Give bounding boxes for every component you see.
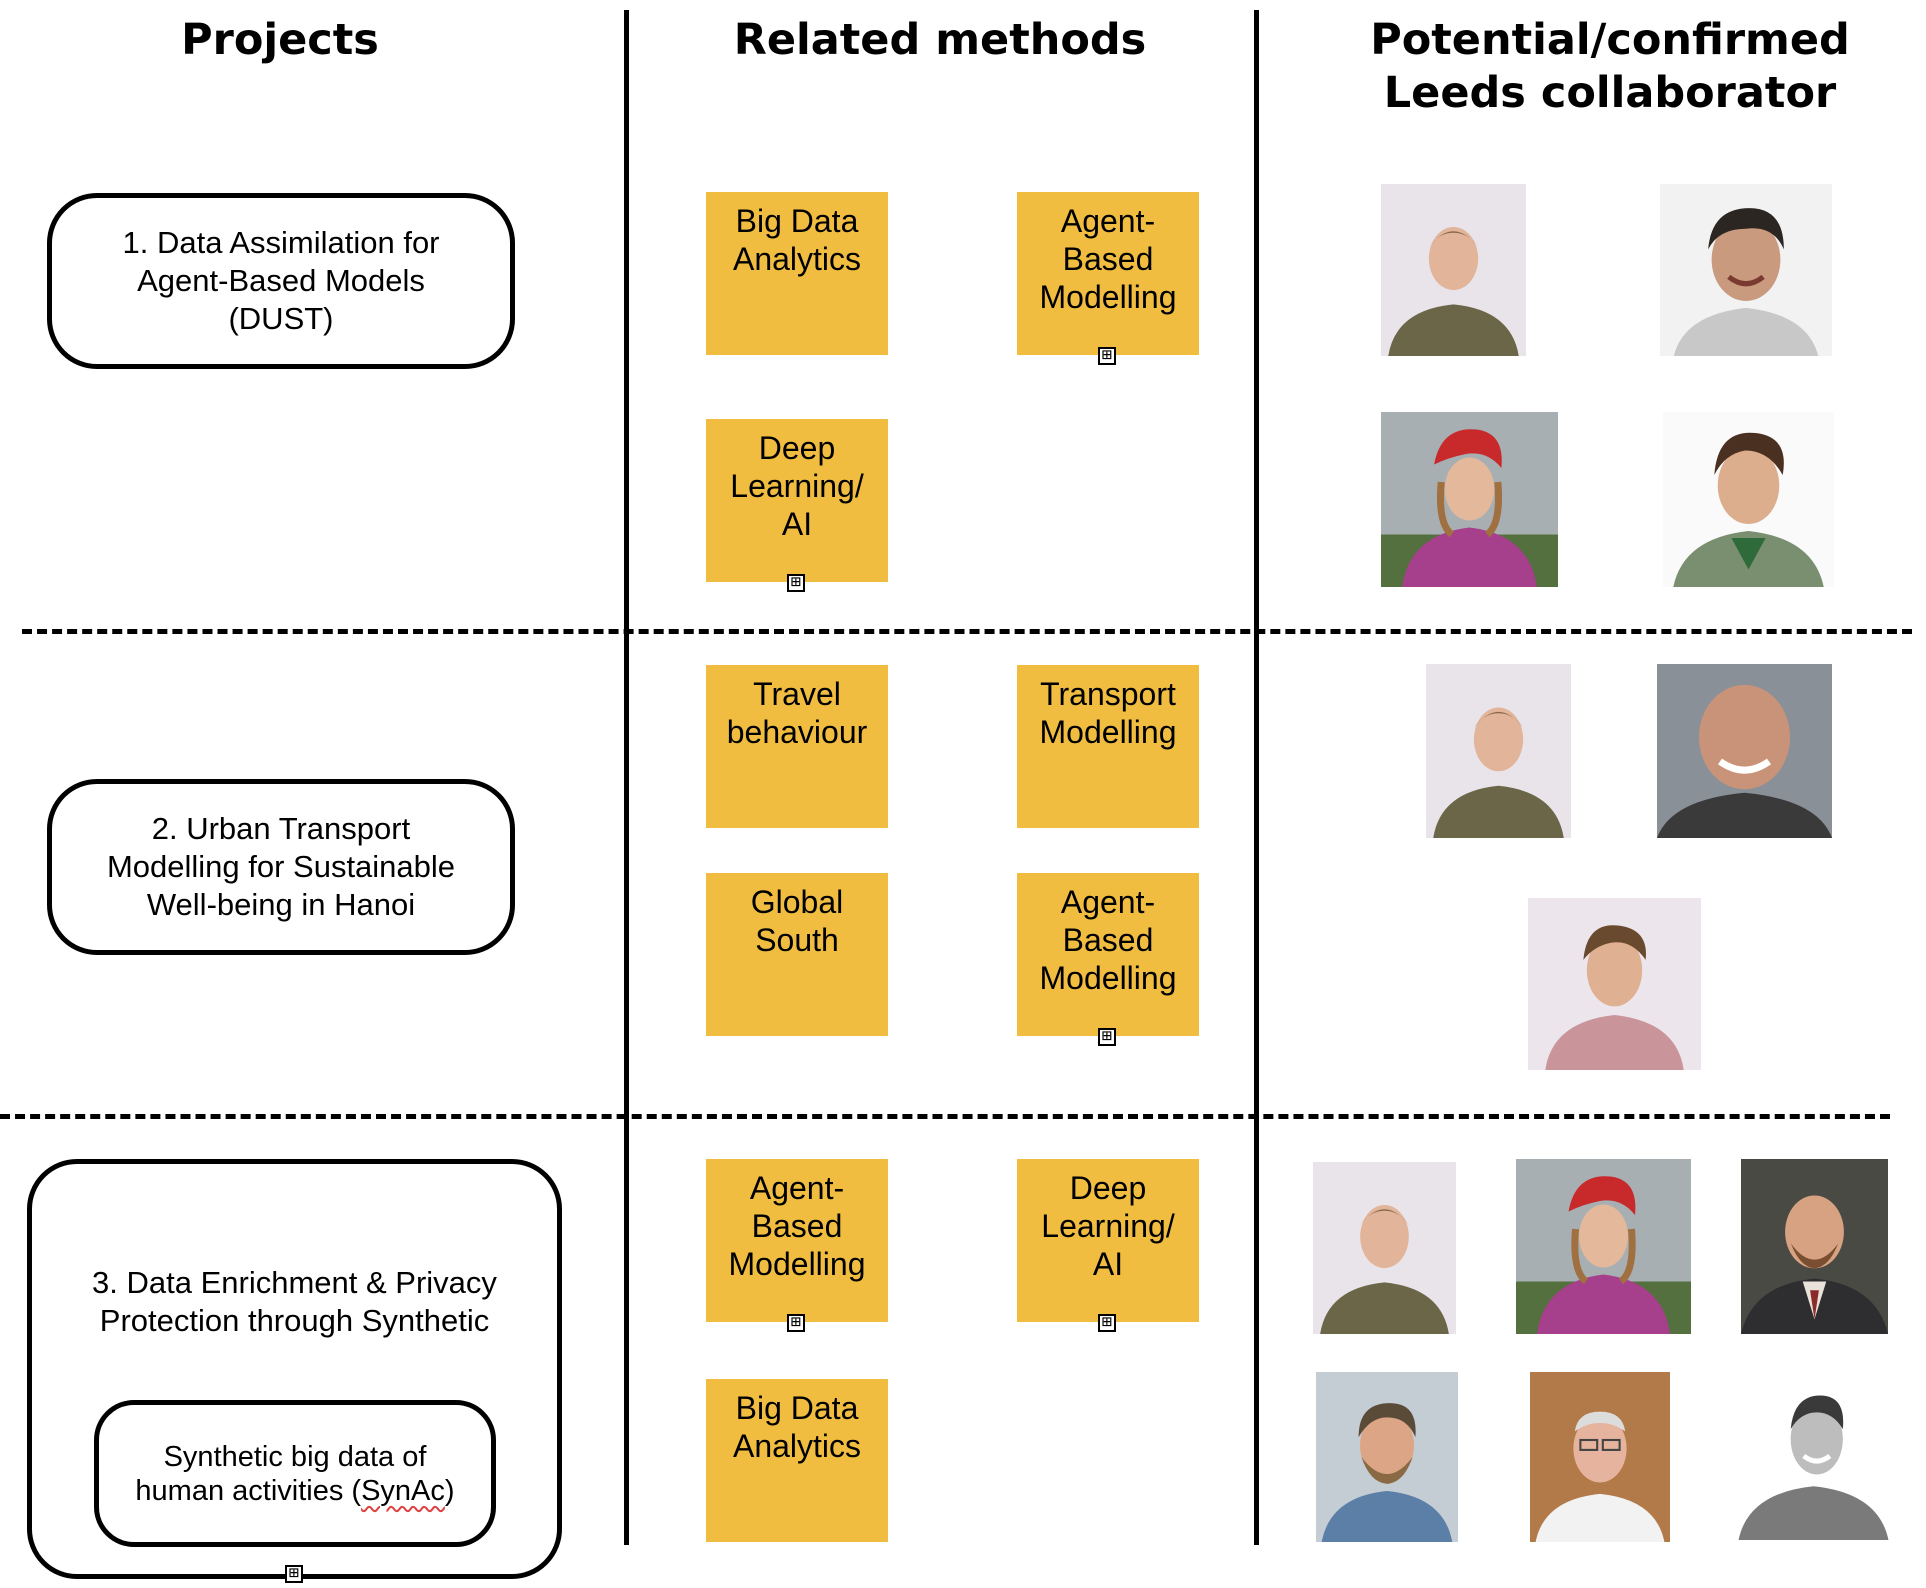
collaborator-photo [1657, 664, 1832, 838]
project-1-label: 1. Data Assimilation for Agent-Based Mod… [122, 225, 440, 336]
collaborator-photo [1660, 184, 1832, 356]
method-note-agent-based-modelling[interactable]: Agent- Based Modelling [1017, 873, 1199, 1036]
synac-line-2: human activities (SynAc) [135, 1474, 455, 1507]
header-collaborators: Potential/confirmed Leeds collaborator [1370, 15, 1850, 118]
project-2-box[interactable]: 2. Urban Transport Modelling for Sustain… [47, 779, 515, 955]
collaborator-photo [1381, 184, 1526, 356]
method-note-deep-learning-ai[interactable]: Deep Learning/ AI [1017, 1159, 1199, 1322]
collaborator-photo [1530, 1372, 1670, 1542]
method-note-big-data-analytics[interactable]: Big Data Analytics [706, 192, 888, 355]
collaborator-photo [1516, 1159, 1691, 1334]
synac-line-1: Synthetic big data of [163, 1440, 427, 1473]
row-divider-2 [0, 1114, 1890, 1119]
method-note-transport-modelling[interactable]: Transport Modelling [1017, 665, 1199, 828]
misspelling-highlight: SynAc [361, 1474, 445, 1507]
method-note-agent-based-modelling[interactable]: Agent- Based Modelling [1017, 192, 1199, 355]
expand-icon[interactable]: ⊞ [787, 1314, 805, 1332]
expand-icon[interactable]: ⊞ [1098, 1028, 1116, 1046]
project-1-box[interactable]: 1. Data Assimilation for Agent-Based Mod… [47, 193, 515, 369]
row-divider-1 [22, 629, 1912, 634]
collaborator-photo [1316, 1372, 1458, 1542]
method-note-deep-learning-ai[interactable]: Deep Learning/ AI [706, 419, 888, 582]
project-3-label: 3. Data Enrichment & Privacy Protection … [92, 1265, 497, 1338]
collaborator-photo [1741, 1159, 1888, 1334]
header-related-methods: Related methods [733, 15, 1147, 65]
collaborator-photo [1381, 412, 1558, 587]
collaborator-photo [1732, 1372, 1895, 1540]
method-note-global-south[interactable]: Global South [706, 873, 888, 1036]
method-note-travel-behaviour[interactable]: Travel behaviour [706, 665, 888, 828]
collaborator-photo [1528, 898, 1701, 1070]
expand-icon[interactable]: ⊞ [285, 1565, 303, 1583]
project-2-label: 2. Urban Transport Modelling for Sustain… [106, 811, 456, 922]
expand-icon[interactable]: ⊞ [1098, 1314, 1116, 1332]
header-projects: Projects [181, 15, 379, 65]
method-note-agent-based-modelling[interactable]: Agent- Based Modelling [706, 1159, 888, 1322]
collaborator-photo [1313, 1162, 1456, 1334]
column-divider-1 [624, 10, 629, 1545]
collaborator-photo [1663, 412, 1834, 587]
collaborator-photo [1426, 664, 1571, 838]
column-divider-2 [1254, 10, 1259, 1545]
expand-icon[interactable]: ⊞ [1098, 347, 1116, 365]
expand-icon[interactable]: ⊞ [787, 574, 805, 592]
synac-subproject-box[interactable]: Synthetic big data of human activities (… [94, 1400, 496, 1547]
method-note-big-data-analytics[interactable]: Big Data Analytics [706, 1379, 888, 1542]
